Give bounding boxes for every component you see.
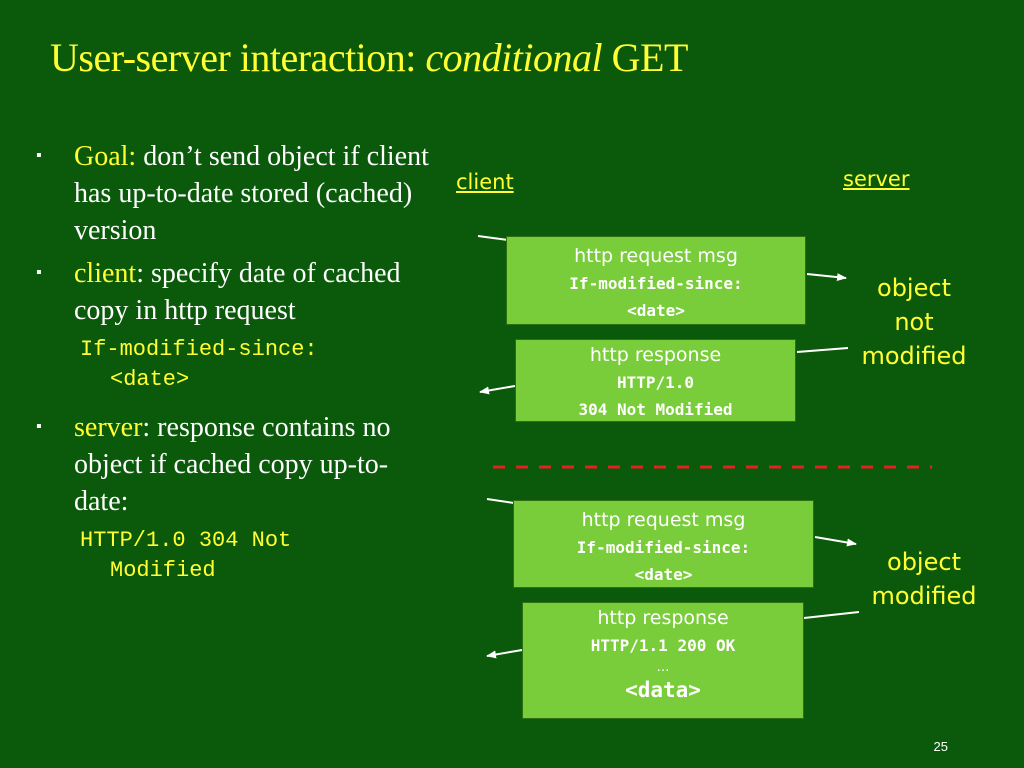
box-line: <data>	[625, 678, 701, 702]
bullet-goal: ▪ Goal: don’t send object if client has …	[36, 138, 436, 249]
box-line: http response	[589, 344, 722, 366]
page-number: 25	[933, 739, 948, 754]
slide-title: User-server interaction: conditional GET	[50, 34, 688, 81]
code-line: Modified	[110, 558, 216, 583]
box-line: HTTP/1.0	[616, 373, 695, 392]
note-line: not	[894, 308, 934, 336]
code-line: If-modified-since:	[80, 337, 318, 362]
request-arrow-2	[814, 536, 857, 547]
note-line: object	[877, 274, 951, 302]
box-line: http request msg	[581, 509, 746, 531]
client-label: client	[456, 170, 514, 194]
bullet-text: : specify date of cached copy in http re…	[74, 258, 401, 326]
server-label: server	[843, 167, 910, 191]
box-line: <date>	[634, 565, 693, 584]
bullet-text: : response contains no object if cached …	[74, 412, 391, 517]
box-line: <date>	[627, 301, 685, 320]
note-not-modified: object not modified	[852, 271, 976, 373]
response-arrow-2	[486, 649, 523, 659]
server-line-1	[796, 347, 849, 353]
server-line-2	[803, 611, 860, 619]
bullet-marker: ▪	[36, 418, 42, 435]
client-code: If-modified-since: <date>	[36, 335, 436, 395]
bullet-marker: ▪	[36, 147, 42, 164]
server-code: HTTP/1.0 304 Not Modified	[36, 526, 436, 586]
box-line: If-modified-since:	[576, 538, 751, 557]
bullet-client: ▪ client: specify date of cached copy in…	[36, 255, 436, 329]
box-line: 304 Not Modified	[578, 400, 733, 419]
bullet-list: ▪ Goal: don’t send object if client has …	[36, 138, 436, 600]
note-line: modified	[871, 582, 977, 610]
box-line: If-modified-since:	[569, 274, 743, 293]
bullet-marker: ▪	[36, 264, 42, 281]
title-part2: GET	[602, 35, 689, 80]
title-italic: conditional	[425, 35, 603, 80]
box-line: HTTP/1.1 200 OK	[590, 636, 736, 655]
box-line: http request msg	[574, 245, 738, 267]
bullet-keyword: Goal:	[74, 141, 137, 172]
response-arrow-1	[479, 385, 516, 395]
response-box-1: http response HTTP/1.0 304 Not Modified	[515, 339, 796, 422]
request-arrow-1	[806, 273, 847, 282]
code-line: HTTP/1.0 304 Not	[80, 528, 292, 553]
client-line-1	[477, 235, 509, 241]
box-line: http response	[597, 607, 729, 629]
title-part1: User-server interaction:	[50, 35, 426, 80]
code-line: <date>	[110, 367, 190, 392]
bullet-server: ▪ server: response contains no object if…	[36, 409, 436, 520]
note-line: object	[887, 548, 961, 576]
request-box-1: http request msg If-modified-since: <dat…	[506, 236, 806, 325]
note-line: modified	[861, 342, 967, 370]
box-line: …	[656, 660, 670, 675]
bullet-keyword: client	[74, 258, 137, 289]
bullet-text: don’t send object if client has up-to-da…	[74, 141, 429, 246]
client-line-2	[486, 498, 515, 504]
note-modified: object modified	[862, 545, 986, 613]
request-box-2: http request msg If-modified-since: <dat…	[513, 500, 814, 588]
response-box-2: http response HTTP/1.1 200 OK … <data>	[522, 602, 804, 719]
bullet-keyword: server	[74, 412, 143, 443]
